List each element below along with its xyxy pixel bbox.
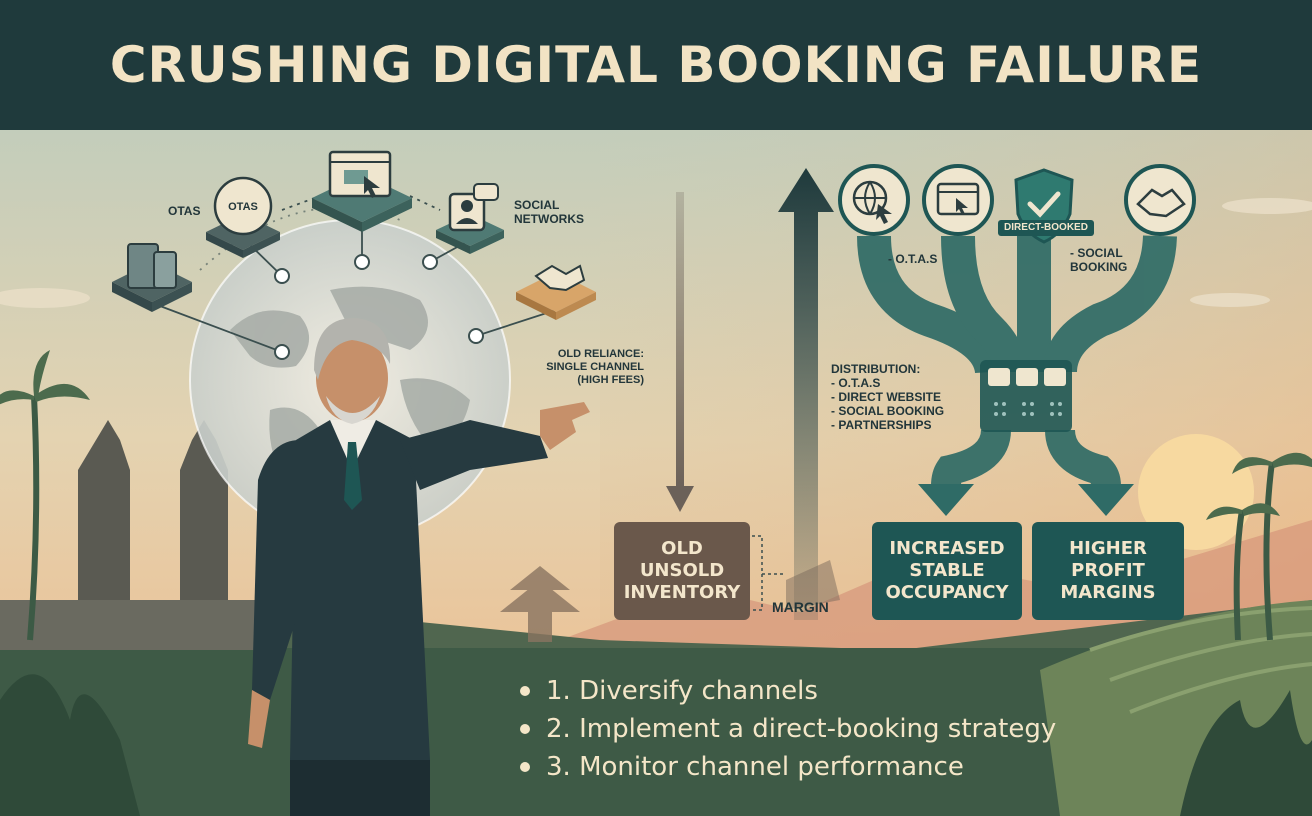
margin-label: MARGIN — [772, 599, 829, 615]
old-reliance-arrow — [666, 192, 694, 512]
devices-platform — [112, 243, 192, 312]
action-steps: 1. Diversify channels 2. Implement a dir… — [520, 672, 1056, 786]
social-booking-channel — [1124, 164, 1196, 236]
old-reliance-line2: SINGLE CHANNEL — [546, 361, 644, 373]
pagoda — [500, 566, 580, 642]
hub-icons — [988, 368, 1066, 386]
clouds — [0, 198, 1312, 308]
hub-dots — [994, 402, 1062, 416]
palm-fronds — [0, 350, 1312, 520]
browser-icon — [936, 182, 980, 216]
booking-window-platform — [312, 150, 412, 232]
step-item: 3. Monitor channel performance — [520, 748, 1056, 786]
partnership-platform — [516, 264, 596, 320]
distribution-item: - SOCIAL BOOKING — [831, 404, 945, 418]
old-inventory-box: OLD UNSOLD INVENTORY — [614, 522, 750, 620]
step-item: 2. Implement a direct-booking strategy — [520, 710, 1056, 748]
step-text: 1. Diversify channels — [546, 676, 818, 706]
distribution-title: DISTRIBUTION: — [831, 362, 921, 376]
distribution-list: DISTRIBUTION: - O.T.A.S - DIRECT WEBSITE… — [831, 362, 944, 432]
growth-arrow — [778, 168, 834, 620]
direct-booked-badge: DIRECT-BOOKED — [998, 220, 1094, 236]
handshake-icon-small — [1136, 188, 1186, 218]
ota-channel-label: - O.T.A.s — [888, 252, 938, 266]
page-title: CRUSHING DIGITAL BOOKING FAILURE — [109, 36, 1203, 94]
output-streams — [931, 428, 1121, 487]
sun-icon — [1138, 434, 1254, 550]
bullet-icon — [520, 724, 530, 734]
step-text: 3. Monitor channel performance — [546, 752, 964, 782]
occupancy-box: INCREASED STABLE OCCUPANCY — [872, 522, 1022, 620]
palm-trees — [27, 395, 1275, 641]
channel-streams — [857, 234, 1177, 375]
ota-channel — [922, 164, 994, 236]
otas-label: OTAs — [168, 204, 201, 218]
distribution-item: - O.T.A.S — [831, 376, 881, 390]
otas-icon — [213, 176, 273, 236]
distribution-item: - PARTNERSHIPS — [831, 418, 932, 432]
margin-bracket — [752, 535, 786, 611]
social-booking-line1: - SOCIAL — [1070, 246, 1123, 260]
occupancy-arrowhead — [918, 484, 974, 516]
profit-box: HIGHER PROFIT MARGINS — [1032, 522, 1184, 620]
distribution-item: - DIRECT WEBSITE — [831, 390, 941, 404]
social-networks-label: SOCIAL NETWORKS — [514, 198, 584, 226]
handshake-icon — [534, 264, 586, 292]
web-booking-channel — [838, 164, 910, 236]
network-nodes — [274, 254, 484, 360]
tie — [344, 442, 362, 510]
old-reliance-line3: (HIGH FEES) — [577, 374, 644, 386]
businessman — [248, 318, 590, 816]
cursor-icon — [364, 176, 380, 198]
otas-platform — [206, 176, 280, 258]
temple-gate — [0, 420, 260, 650]
old-reliance-label: OLD RELIANCE: SINGLE CHANNEL (HIGH FEES) — [540, 348, 644, 387]
chat-bubble-icon — [473, 183, 499, 201]
step-text: 2. Implement a direct-booking strategy — [546, 714, 1057, 744]
bullet-icon — [520, 686, 530, 696]
foreground-foliage — [0, 674, 1312, 816]
social-booking-label: - SOCIAL BOOKING — [1070, 246, 1127, 274]
header-banner: CRUSHING DIGITAL BOOKING FAILURE — [0, 0, 1312, 130]
checkmark-icon — [1027, 191, 1061, 218]
bullet-icon — [520, 762, 530, 772]
profit-arrowhead — [1078, 484, 1134, 516]
social-platform — [436, 183, 504, 254]
social-booking-line2: BOOKING — [1070, 260, 1128, 274]
pointing-hand — [540, 402, 590, 450]
otas-icon-text: OTAs — [228, 201, 258, 213]
step-item: 1. Diversify channels — [520, 672, 1056, 710]
old-reliance-line1: OLD RELIANCE: — [557, 348, 644, 360]
margin-bar — [786, 560, 840, 610]
